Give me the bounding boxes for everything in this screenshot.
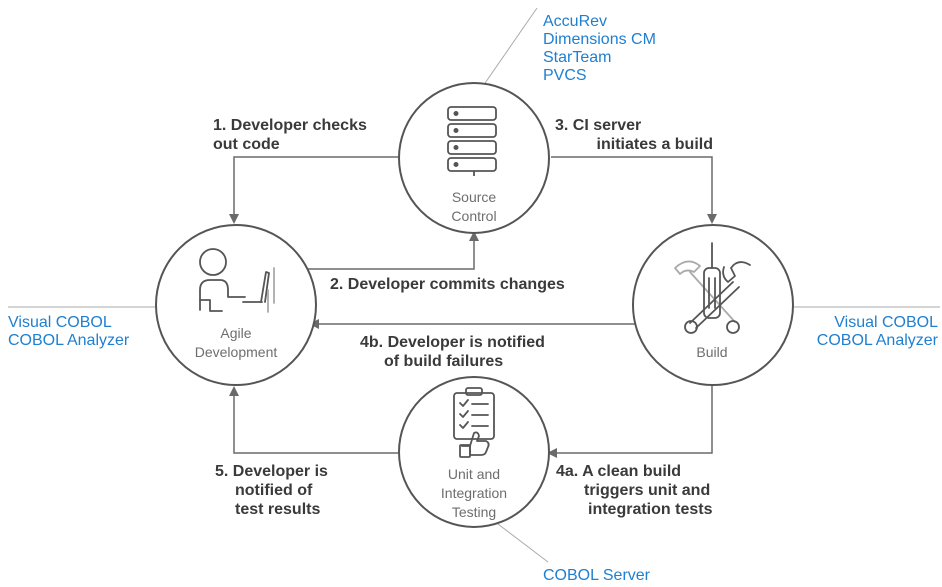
- tool-dimensions-cm: Dimensions CM: [543, 31, 656, 48]
- step4a-line3: integration tests: [588, 501, 713, 518]
- node-testing-label: Unit and Integration Testing: [441, 465, 507, 522]
- step3-line1: 3. CI server: [555, 117, 642, 134]
- step5-line2: notified of: [235, 482, 313, 499]
- node-testing-label-line1: Unit and: [447, 466, 501, 482]
- step5-line3: test results: [235, 501, 321, 518]
- flow-arrows: [229, 156, 717, 458]
- hammer-screwdriver-wrench-icon: [674, 242, 751, 334]
- node-source-control-label: Source Control: [451, 188, 496, 226]
- tool-visual-cobol-agile: Visual COBOL: [8, 314, 112, 331]
- arrow-step3: [551, 156, 717, 224]
- step4b-label: 4b. Developer is notified of build failu…: [360, 333, 545, 371]
- step1-label: 1. Developer checks out code: [213, 116, 367, 154]
- tools-testing: COBOL Server: [543, 567, 650, 585]
- step4a-line2: triggers unit and: [584, 482, 711, 499]
- node-testing-label-line3: Testing: [451, 504, 497, 520]
- arrow-step2: [304, 231, 479, 270]
- step3-line2: initiates a build: [596, 136, 713, 153]
- node-agile-circle: [155, 224, 317, 386]
- step1-line2: out code: [213, 136, 280, 153]
- tool-cobol-analyzer-build: COBOL Analyzer: [816, 332, 938, 349]
- tool-visual-cobol-build: Visual COBOL: [834, 314, 938, 331]
- tool-cobol-server: COBOL Server: [543, 567, 650, 584]
- tool-cobol-analyzer-agile: COBOL Analyzer: [8, 332, 130, 349]
- step4b-line2: of build failures: [384, 353, 504, 370]
- tools-source-control: AccuRev Dimensions CM StarTeam PVCS: [543, 13, 656, 85]
- step5-line1: 5. Developer is: [215, 463, 328, 480]
- node-agile-label-line1: Agile: [220, 325, 252, 341]
- step2-line1: 2. Developer commits changes: [330, 276, 565, 293]
- arrow-step5: [229, 386, 398, 454]
- node-testing-label-line2: Integration: [440, 485, 508, 501]
- step2-label: 2. Developer commits changes: [330, 275, 565, 294]
- tool-accurev: AccuRev: [543, 13, 608, 30]
- tools-agile: Visual COBOL COBOL Analyzer: [8, 314, 129, 350]
- callout-testing: [489, 517, 549, 563]
- arrow-step1: [229, 156, 403, 224]
- tool-starteam: StarTeam: [543, 49, 612, 66]
- step4a-line1: 4a. A clean build: [556, 463, 682, 480]
- checklist-thumbs-up-icon: [453, 387, 495, 458]
- node-build-circle: [632, 224, 794, 386]
- developer-at-desk-icon: [199, 248, 275, 313]
- node-testing-circle: [398, 376, 550, 528]
- node-agile-label-line2: Development: [194, 344, 278, 360]
- database-icon: [447, 106, 497, 176]
- step3-label: 3. CI server initiates a build: [553, 116, 713, 154]
- node-source-control-label-line1: Source: [451, 189, 497, 205]
- step4a-label: 4a. A clean build triggers unit and inte…: [556, 462, 712, 519]
- arrow-step4a: [547, 385, 713, 458]
- tools-build: Visual COBOL COBOL Analyzer: [817, 314, 938, 350]
- step5-label: 5. Developer is notified of test results: [215, 462, 328, 519]
- node-build-label: Build: [696, 343, 727, 362]
- step4b-line1: 4b. Developer is notified: [360, 334, 545, 351]
- step1-line1: 1. Developer checks: [213, 117, 367, 134]
- node-agile-label: Agile Development: [195, 324, 278, 362]
- node-source-control-label-line2: Control: [451, 208, 497, 224]
- node-build-label-line1: Build: [696, 344, 728, 360]
- tool-pvcs: PVCS: [543, 67, 587, 84]
